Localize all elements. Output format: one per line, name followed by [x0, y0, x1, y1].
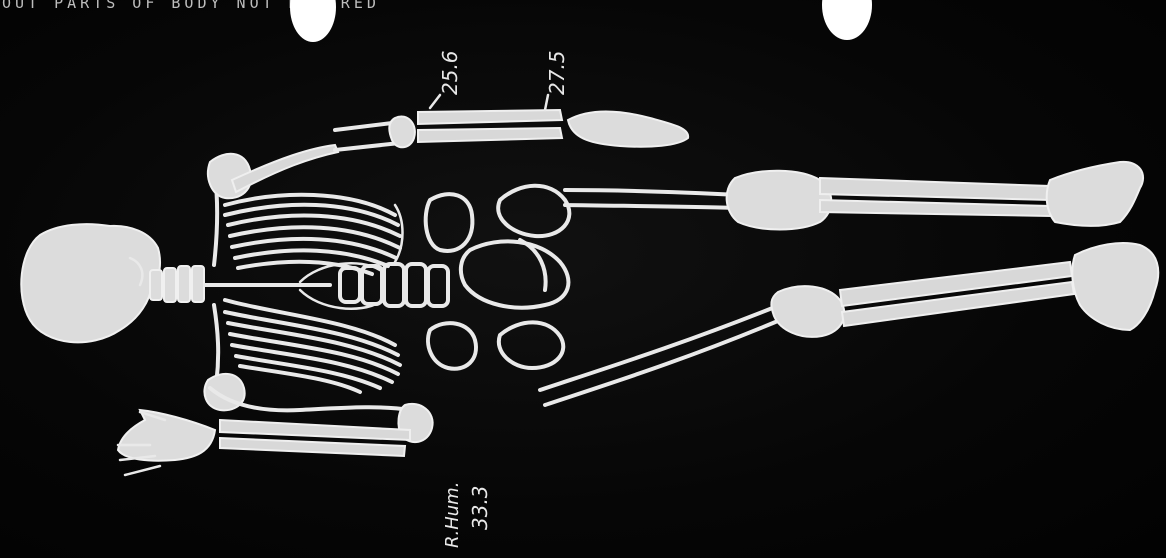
measurement-leaders	[430, 95, 548, 110]
annotation-left-radius: 25.6	[438, 50, 462, 95]
annotation-right-humerus-value: 33.3	[468, 485, 492, 530]
left-arm	[232, 110, 688, 192]
skull	[21, 224, 160, 342]
ribcage-lower	[225, 300, 400, 392]
annotation-left-ulna: 27.5	[545, 50, 569, 95]
spine	[205, 263, 448, 309]
right-leg	[540, 243, 1158, 405]
cervical-spine	[150, 266, 204, 302]
left-leg	[565, 162, 1143, 230]
right-arm	[118, 388, 433, 475]
annotation-right-humerus-label: R.Hum.	[442, 482, 463, 548]
shoulder-girdle	[204, 154, 251, 411]
ribcage-upper	[225, 195, 403, 274]
